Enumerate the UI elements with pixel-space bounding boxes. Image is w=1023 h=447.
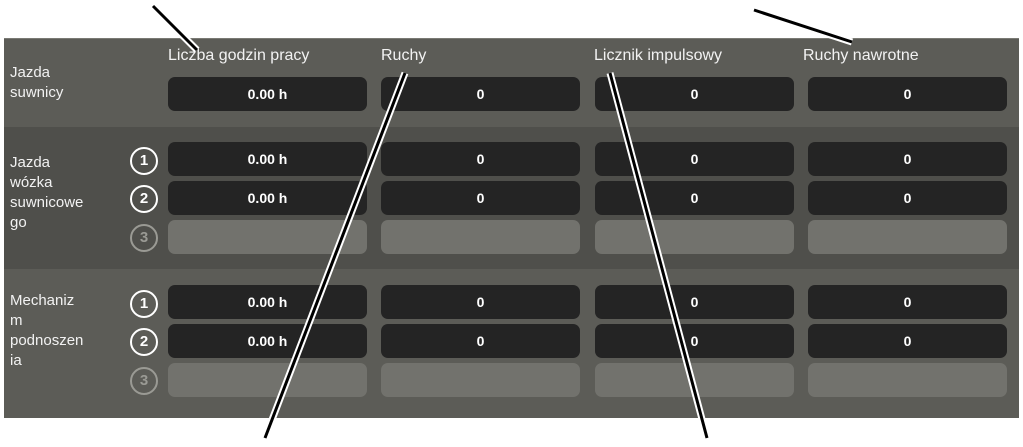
value-cell: 0.00 h [168,142,367,176]
value-cell: 0 [808,142,1007,176]
row-number-badge: 1 [130,290,158,318]
value-cell: 0 [808,285,1007,319]
value-cell: 0 [808,181,1007,215]
value-cell: 0.00 h [168,181,367,215]
row-number-badge: 3 [130,224,158,252]
value-cell: 0 [381,181,580,215]
row-number-badge: 3 [130,367,158,395]
section-label: Jazda wózka suwnicowe go [10,154,84,231]
value-cell: 0 [381,285,580,319]
value-cell-disabled [381,363,580,397]
value-cell: 0 [381,142,580,176]
row-number-badge: 1 [130,147,158,175]
value-cell: 0 [381,324,580,358]
value-cell-disabled [168,220,367,254]
column-header-hours: Liczba godzin pracy [168,47,310,64]
value-cell: 0 [595,77,794,111]
column-header-reverse-movements: Ruchy nawrotne [803,47,919,64]
value-cell-disabled [168,363,367,397]
section-label: Mechaniz m podnoszen ia [10,292,84,369]
value-cell-disabled [808,363,1007,397]
column-header-movements: Ruchy [381,47,427,64]
column-header-pulse-counter: Licznik impulsowy [594,47,723,64]
row-number-badge: 2 [130,185,158,213]
value-cell: 0 [595,181,794,215]
value-cell: 0.00 h [168,77,367,111]
value-cell-disabled [381,220,580,254]
section-label: Jazda suwnicy [10,64,64,101]
value-cell: 0.00 h [168,285,367,319]
row-number-badge: 2 [130,328,158,356]
value-cell: 0 [381,77,580,111]
value-cell: 0 [595,324,794,358]
value-cell: 0 [808,324,1007,358]
value-cell: 0.00 h [168,324,367,358]
value-cell-disabled [595,220,794,254]
value-cell-disabled [808,220,1007,254]
value-cell: 0 [595,285,794,319]
value-cell: 0 [808,77,1007,111]
